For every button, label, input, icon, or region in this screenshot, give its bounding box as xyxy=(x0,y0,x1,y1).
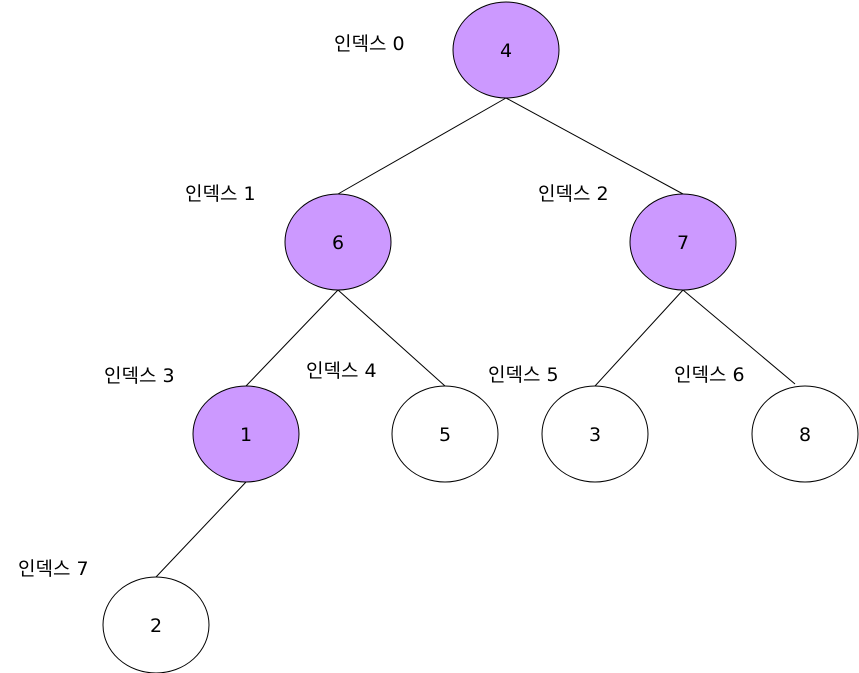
node-value-n2: 7 xyxy=(677,232,689,254)
node-value-n5: 3 xyxy=(589,424,601,446)
node-value-n6: 8 xyxy=(799,424,811,446)
edge-n2-n5 xyxy=(594,289,684,387)
tree-node-n2: 7 xyxy=(629,193,737,291)
node-index-label-n0: 인덱스 0 xyxy=(334,33,405,55)
tree-node-n3: 1 xyxy=(192,385,300,483)
edge-n1-n3 xyxy=(245,289,339,387)
node-circle-n2 xyxy=(629,193,737,291)
node-circle-n4 xyxy=(391,385,499,483)
node-value-n3: 1 xyxy=(240,424,252,446)
node-index-label-n5: 인덱스 5 xyxy=(488,364,559,386)
tree-node-n4: 5 xyxy=(391,385,499,483)
node-circle-n7 xyxy=(102,576,210,673)
tree-node-n1: 6 xyxy=(284,193,392,291)
node-index-label-n3: 인덱스 3 xyxy=(104,365,175,387)
node-index-label-n2: 인덱스 2 xyxy=(538,183,609,205)
node-circle-n1 xyxy=(284,193,392,291)
node-circle-n6 xyxy=(751,385,859,483)
node-value-n1: 6 xyxy=(332,232,344,254)
node-value-n4: 5 xyxy=(439,424,451,446)
node-index-label-n4: 인덱스 4 xyxy=(306,360,377,382)
node-circle-n0 xyxy=(452,1,560,99)
edge-n3-n7 xyxy=(155,481,247,578)
node-circle-n3 xyxy=(192,385,300,483)
tree-node-n6: 8 xyxy=(751,385,859,483)
tree-node-n0: 4 xyxy=(452,1,560,99)
node-value-n0: 4 xyxy=(500,40,512,62)
edge-n0-n2 xyxy=(505,97,684,195)
tree-node-n7: 2 xyxy=(102,576,210,673)
node-index-label-n6: 인덱스 6 xyxy=(674,364,745,386)
node-value-n7: 2 xyxy=(150,615,162,637)
labels-layer: 인덱스 0 인덱스 1 인덱스 2 인덱스 3 인덱스 4 인덱스 5 인덱스 6 인덱스 7 xyxy=(18,33,745,580)
edges-layer xyxy=(155,97,796,578)
edge-n2-n6 xyxy=(682,289,796,385)
node-index-label-n7: 인덱스 7 xyxy=(18,558,89,580)
node-circle-n5 xyxy=(541,385,649,483)
node-index-label-n1: 인덱스 1 xyxy=(185,183,256,205)
edge-n0-n1 xyxy=(337,97,507,195)
nodes-layer: 4 6 7 1 5 3 8 2 xyxy=(102,1,859,673)
tree-node-n5: 3 xyxy=(541,385,649,483)
edge-n1-n4 xyxy=(337,289,446,387)
